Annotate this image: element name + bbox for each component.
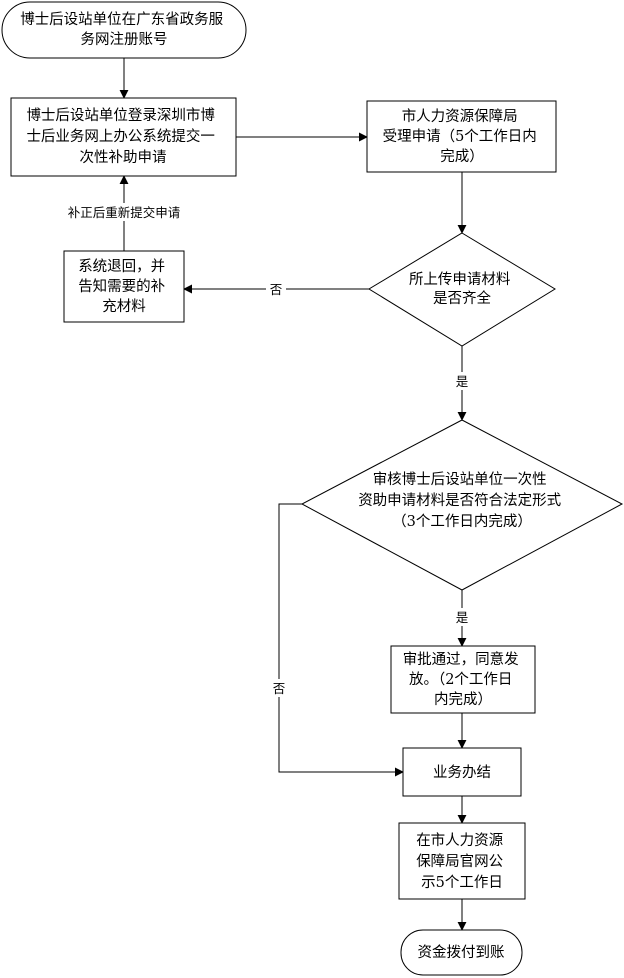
edge-label-docs-no: 否 (270, 282, 283, 297)
svg-text:在市人力资源 保障局官网公 示5个工: 在市人力资源 保障局官网公 示5个工作日 (416, 832, 508, 891)
edge-review-no-to-complete (278, 503, 404, 777)
node-login: 博士后设站单位登录深圳市博 士后业务网上办公系统提交一 次性补助申请 (10, 97, 237, 177)
node-login-line-2: 士后业务网上办公系统提交一 (26, 127, 215, 145)
node-return-line-1: 系统退回，并 (78, 258, 165, 275)
node-publicize-line-2: 保障局官网公 (416, 852, 503, 870)
node-start-line-2: 务网注册账号 (81, 31, 168, 48)
svg-text:市人力资源保障局 受理申请（5个工作日内: 市人力资源保障局 受理申请（5个工作日内 完成） (383, 107, 542, 165)
node-payment-line-1: 资金拨付到账 (418, 944, 505, 961)
node-return-line-3: 充材料 (102, 298, 146, 315)
edge-label-docs-yes: 是 (456, 374, 469, 389)
svg-text:审批通过，同意发 放。（2个工作日: 审批通过，同意发 放。（2个工作日 内完成） (403, 650, 524, 708)
svg-text:所上传申请材料 是否齐全: 所上传申请材料 是否齐全 (409, 271, 515, 307)
node-start: 博士后设站单位在广东省政务服 务网注册账号 (1, 1, 247, 59)
node-check-docs-line-2: 是否齐全 (433, 289, 491, 307)
node-review: 审核博士后设站单位一次性 资助申请材料是否符合法定形式 （3个工作日内完成） (300, 419, 624, 591)
node-payment: 资金拨付到账 (400, 929, 523, 976)
svg-text:审核博士后设站单位一次性 资助申请材料是否符合法: 审核博士后设站单位一次性 资助申请材料是否符合法定形式 （3个工作日内完成） (358, 471, 566, 530)
node-login-line-1: 博士后设站单位登录深圳市博 (26, 107, 215, 124)
node-publicize-line-1: 在市人力资源 (416, 832, 503, 849)
node-approve-line-1: 审批通过，同意发 (403, 650, 519, 668)
node-publicize: 在市人力资源 保障局官网公 示5个工作日 (398, 822, 526, 900)
svg-text:系统退回，并 告知需要的补 充材料: 系统退回，并 告知需要的补 充材料 (78, 258, 170, 315)
svg-text:博士后设站单位登录深圳市博 士后业务网上办公系统: 博士后设站单位登录深圳市博 士后业务网上办公系统提交一 次性补助申请 (26, 107, 219, 166)
node-return-line-2: 告知需要的补 (78, 278, 165, 295)
node-approve-line-3: 内完成） (434, 691, 492, 708)
node-approve: 审批通过，同意发 放。（2个工作日 内完成） (390, 645, 536, 714)
node-accept-line-3: 完成） (440, 148, 484, 165)
edge-label-resubmit: 补正后重新提交申请 (68, 205, 181, 220)
node-login-line-3: 次性补助申请 (80, 149, 167, 166)
node-check-docs-line-1: 所上传申请材料 (409, 271, 511, 288)
node-complete-line-1: 业务办结 (433, 764, 491, 781)
node-check-docs: 所上传申请材料 是否齐全 (368, 232, 556, 347)
node-review-line-2: 资助申请材料是否符合法定形式 (358, 492, 561, 509)
node-publicize-line-3: 示5个工作日 (421, 874, 503, 891)
node-accept-line-1: 市人力资源保障局 (402, 107, 518, 125)
svg-text:业务办结: 业务办结 (433, 764, 491, 781)
node-approve-line-2: 放。（2个工作日 (409, 671, 512, 688)
node-review-line-3: （3个工作日内完成） (392, 513, 532, 530)
edge-label-review-no: 否 (273, 681, 286, 696)
node-accept: 市人力资源保障局 受理申请（5个工作日内 完成） (366, 100, 557, 173)
node-return: 系统退回，并 告知需要的补 充材料 (63, 250, 185, 323)
edge-label-review-yes: 是 (456, 610, 469, 625)
node-review-line-1: 审核博士后设站单位一次性 (373, 471, 547, 488)
node-complete: 业务办结 (402, 747, 522, 797)
node-accept-line-2: 受理申请（5个工作日内 (383, 128, 537, 145)
svg-text:博士后设站单位在广东省政务服 务网注册账号: 博士后设站单位在广东省政务服 务网注册账号 (20, 11, 228, 48)
svg-text:资金拨付到账: 资金拨付到账 (418, 944, 505, 961)
node-start-line-1: 博士后设站单位在广东省政务服 (20, 11, 223, 28)
